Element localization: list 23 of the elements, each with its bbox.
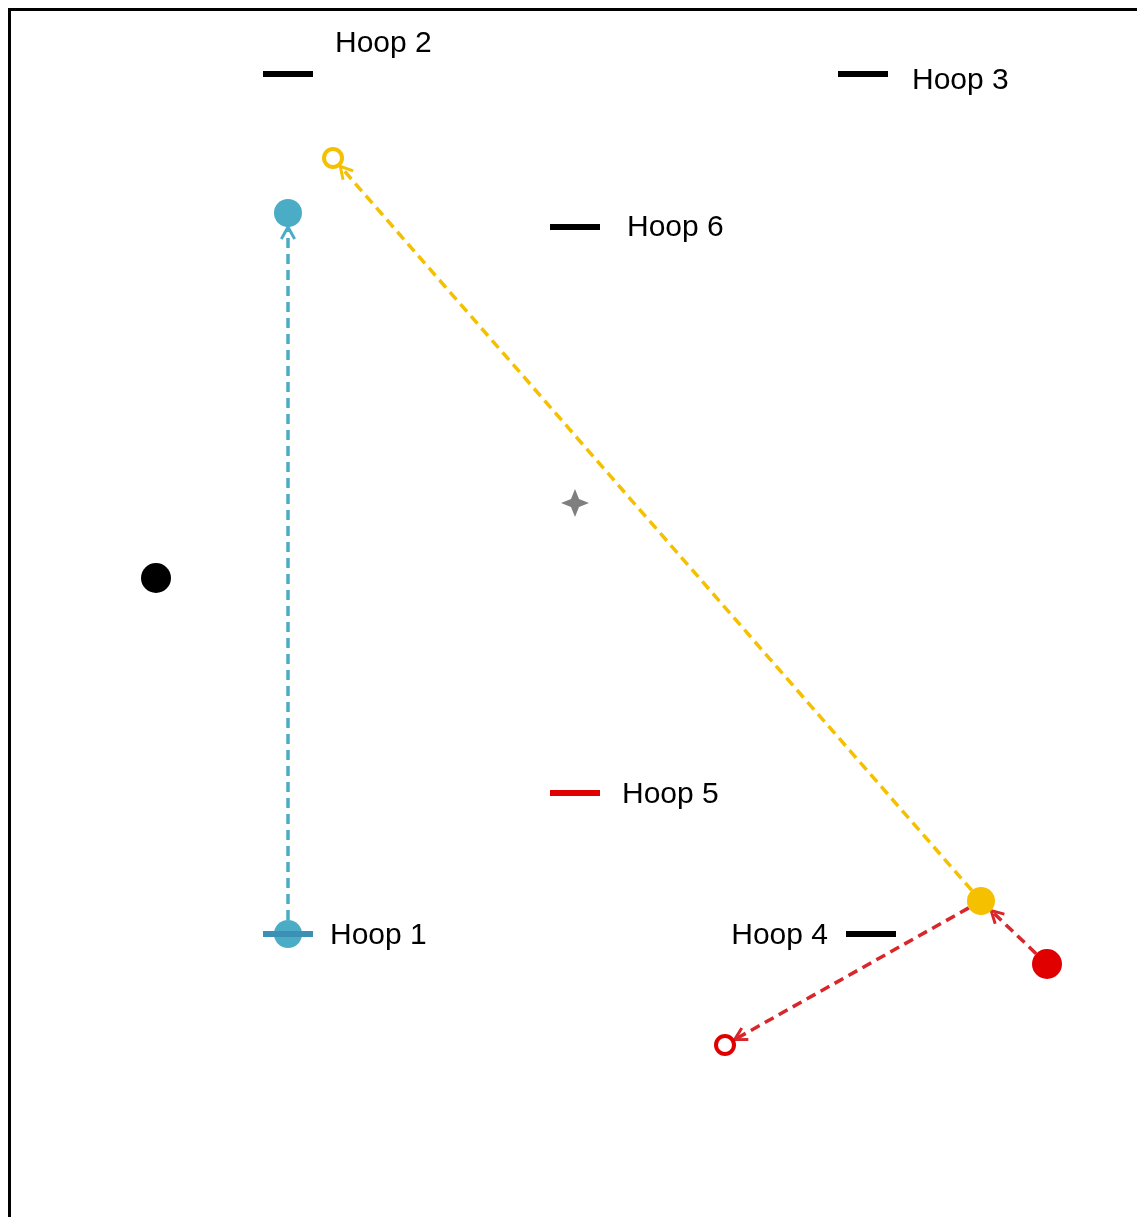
hoop-marker — [550, 790, 600, 796]
hoop-marker — [838, 71, 888, 77]
hoop-marker — [846, 931, 896, 937]
hoop-label: Hoop 1 — [330, 917, 427, 951]
dashed-arrow — [733, 906, 970, 1042]
hoop-marker — [550, 224, 600, 230]
hoop-label: Hoop 2 — [335, 25, 432, 59]
hoop-label: Hoop 3 — [912, 62, 1009, 96]
dot-marker — [1032, 949, 1062, 979]
hoop-marker — [263, 71, 313, 77]
dot-marker — [967, 887, 995, 915]
dashed-arrow — [338, 164, 974, 892]
hoop-label: Hoop 5 — [622, 776, 719, 810]
star-marker — [561, 489, 589, 517]
dot-marker — [141, 563, 171, 593]
ring-marker — [714, 1034, 736, 1056]
hoop-label: Hoop 4 — [731, 917, 828, 951]
dashed-arrow — [989, 909, 1038, 955]
dashed-arrow — [279, 225, 297, 920]
ring-marker — [322, 147, 344, 169]
hoop-marker — [263, 931, 313, 937]
dot-marker — [274, 199, 302, 227]
hoop-label: Hoop 6 — [627, 209, 724, 243]
